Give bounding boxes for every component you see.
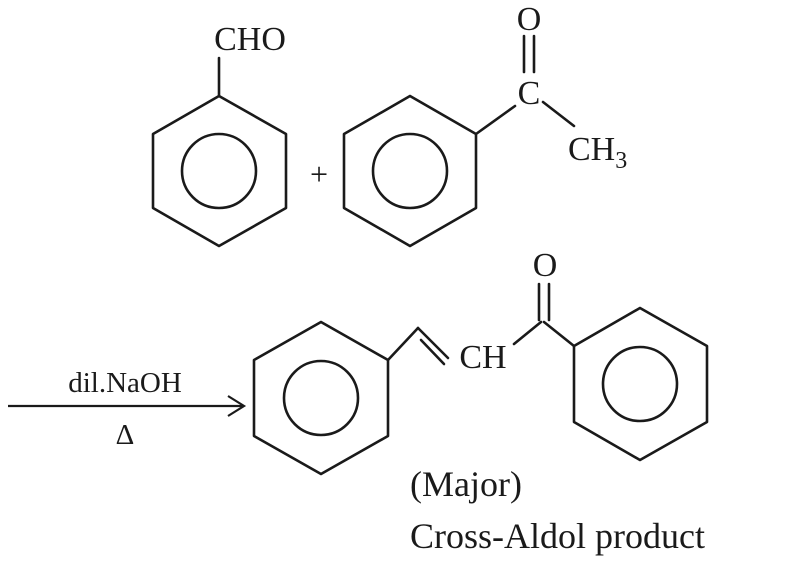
acetophenone-oxygen-label: O [517,1,542,38]
product-alkene-double-bond-inner [419,338,446,366]
product-oxygen-label: O [533,247,558,284]
reaction-arrow-group: dil.NaOH Δ [8,367,247,451]
acetophenone-methyl-bond [541,100,576,128]
acetophenone-methyl-subscript: 3 [615,148,627,174]
reaction-arrow-head [227,395,247,417]
acetophenone-methyl-ch: CH [568,131,615,168]
product-carbonyl-ring-bond [542,320,576,348]
acetophenone-ring-carbonyl-bond [474,104,517,136]
product-alkene-double-bond [416,326,450,360]
benzaldehyde-cho-label: CHO [214,21,286,58]
acetophenone-methyl-label: CH3 [568,131,627,174]
benzaldehyde-molecule: CHO [151,21,288,248]
acetophenone-benzene-ring [342,94,478,248]
product-left-aromatic-circle [282,359,360,437]
product-alkene-bond-1 [386,326,420,362]
heat-symbol: Δ [116,419,135,451]
reagent-label: dil.NaOH [68,367,182,399]
product-left-benzene-ring [252,320,390,476]
benzaldehyde-benzene-ring [151,94,288,248]
acetophenone-aromatic-circle [371,132,449,210]
acetophenone-carbon-label: C [518,75,541,112]
product-ch-carbonyl-bond [512,320,543,346]
product-caption-major: (Major) [410,464,522,504]
product-ch-label: CH [459,339,506,376]
benzaldehyde-aromatic-circle [180,132,258,210]
plus-sign: + [310,156,328,192]
product-right-benzene-ring [572,306,709,462]
product-right-aromatic-circle [601,345,679,423]
acetophenone-molecule: O C CH3 [342,1,627,248]
product-caption-type: Cross-Aldol product [410,516,705,556]
chalcone-molecule: CH O [252,247,709,476]
